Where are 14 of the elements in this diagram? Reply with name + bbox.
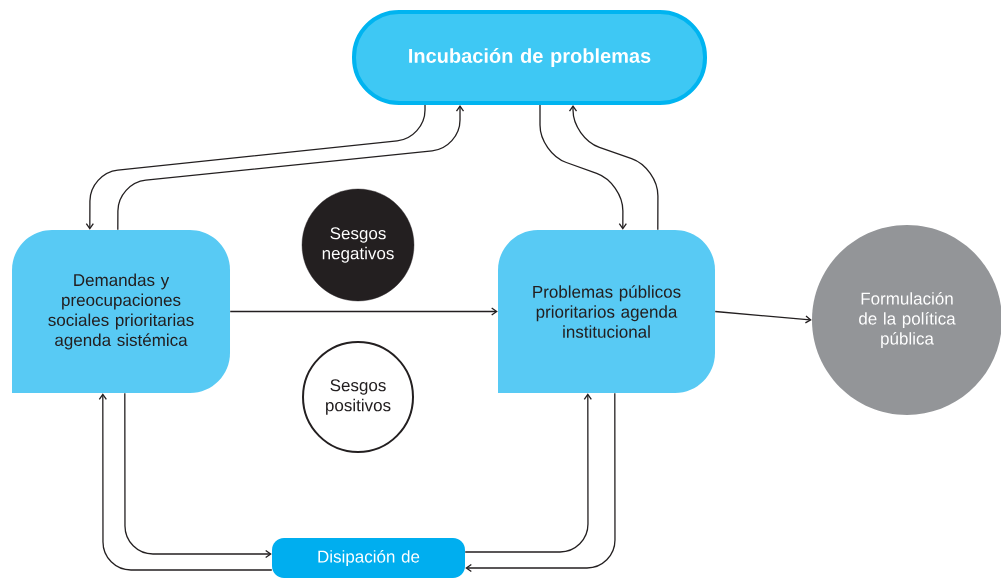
arrow [539, 104, 627, 230]
arrow [464, 393, 592, 553]
arrow [465, 392, 616, 573]
arrow [85, 104, 426, 230]
arrow [117, 105, 465, 231]
process-box: Demandas y preocupaciones sociales prioritarias agenda sistémica [12, 230, 230, 393]
arrow [124, 392, 272, 559]
arrow [568, 105, 659, 231]
arrow [98, 393, 273, 571]
title-pill: Incubación de problemas [352, 10, 707, 105]
arrow [229, 307, 498, 316]
process-box: Disipación de [272, 538, 465, 578]
arrow [714, 310, 812, 324]
process-box: Problemas públicos prioritarios agenda institucional [498, 230, 715, 393]
